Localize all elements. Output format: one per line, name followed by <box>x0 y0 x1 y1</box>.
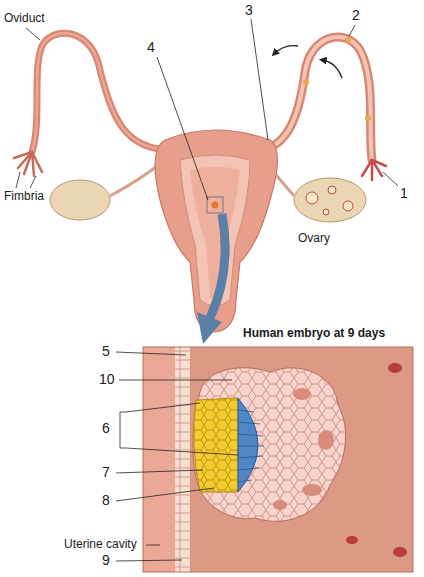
part-label: Oviduct <box>4 12 45 25</box>
part-label: Ovary <box>298 232 330 245</box>
inset-title: Human embryo at 9 days <box>243 327 385 340</box>
callout-number: 1 <box>400 186 408 201</box>
callout-number: 7 <box>102 465 110 480</box>
callout-number: 9 <box>102 553 110 568</box>
part-label: Uterine cavity <box>64 538 137 551</box>
callout-number: 6 <box>102 421 110 436</box>
callout-number: 8 <box>102 493 110 508</box>
callout-number: 2 <box>352 8 360 23</box>
callout-number: 3 <box>245 3 253 18</box>
callout-number: 5 <box>102 344 110 359</box>
callout-number: 10 <box>99 372 115 387</box>
callout-number: 4 <box>147 40 155 55</box>
part-label: Fimbria <box>4 190 44 203</box>
